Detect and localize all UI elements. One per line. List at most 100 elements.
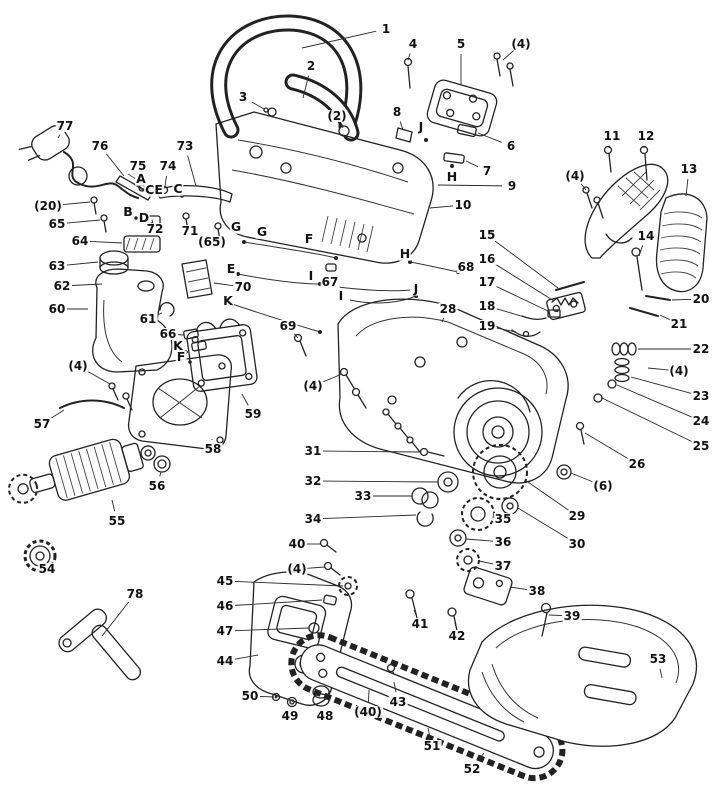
armature [8,438,171,504]
wire-marker-G-35: G [255,223,269,239]
clutch-housing [337,298,569,484]
part-label-59-71: 59 [243,407,263,421]
oil-tank [59,250,173,411]
part-label-63-43: 63 [47,259,67,273]
wire-marker-J-8: J [417,118,425,134]
part-label-24-58: 24 [691,414,711,428]
part-label-6-87: (6) [592,479,614,493]
part-label-21-54: 21 [669,317,689,331]
part-label-64-32: 64 [70,234,90,248]
switch-cover-plate [403,52,514,137]
part-label-16-39: 16 [477,252,497,266]
part-label-17-40: 17 [477,275,497,289]
part-label-62-45: 62 [52,279,72,293]
part-label-4-70: (4) [302,379,324,393]
part-label-67-48: 67 [320,275,340,289]
part-label-70-46: 70 [233,280,253,294]
part-label-77-18: 77 [55,119,75,133]
part-label-43-102: 43 [388,695,408,709]
part-label-2-4: 2 [305,59,317,73]
wire-marker-D-28: D [137,209,151,225]
wire-marker-B-27: B [122,203,134,219]
part-label-44-94: 44 [215,654,235,668]
part-label-2-7: (2) [326,109,348,123]
part-label-20-53: 20 [691,292,711,306]
part-label-47-93: 47 [215,624,235,638]
wire-marker-I-47: I [307,267,315,283]
part-label-4-56: (4) [668,364,690,378]
part-label-14-37: 14 [636,229,656,243]
part-label-75-20: 75 [128,159,148,173]
wire-marker-CE-24: CE [144,181,164,197]
part-label-51-103: 51 [422,739,442,753]
part-label-13-12: 13 [679,162,699,176]
part-label-45-91: 45 [215,574,235,588]
part-label-28-67: 28 [438,302,458,316]
part-label-42-96: 42 [447,629,467,643]
part-label-40-88: 40 [287,537,307,551]
part-label-8-6: 8 [391,105,403,119]
part-label-73-22: 73 [175,139,195,153]
fan-baffle [127,354,233,451]
wire-marker-E-44: E [225,260,237,276]
wire-marker-F-68: F [175,348,187,364]
part-label-46-92: 46 [215,599,235,613]
part-label-9-16: 9 [506,179,518,193]
side-cover [468,602,697,747]
part-label-69-66: 69 [278,319,298,333]
part-label-4-89: (4) [286,562,308,576]
guide-bar [288,632,566,782]
part-label-49-99: 49 [280,709,300,723]
power-cord [18,125,233,253]
part-label-32-78: 32 [303,474,323,488]
part-label-68-50: 68 [456,260,476,274]
part-label-78-97: 78 [125,587,145,601]
part-label-35-81: 35 [493,512,513,526]
part-label-52-104: 52 [462,762,482,776]
part-label-33-79: 33 [353,489,373,503]
part-label-38-84: 38 [527,584,547,598]
wire-marker-I-51: I [337,287,345,303]
stator [186,318,258,392]
part-label-58-73: 58 [203,442,223,456]
part-label-54-76: 54 [37,562,57,576]
part-label-22-55: 22 [691,342,711,356]
part-label-7-14: 7 [481,164,493,178]
part-label-23-57: 23 [691,389,711,403]
wire-marker-H-13: H [445,168,459,184]
part-label-26-60: 26 [627,457,647,471]
part-label-29-85: 29 [567,509,587,523]
part-label-65-33: (65) [197,235,227,249]
part-label-1-0: 1 [380,22,392,36]
part-label-39-90: 39 [562,609,582,623]
part-label-4-69: (4) [67,359,89,373]
part-label-15-38: 15 [477,228,497,242]
part-label-55-75: 55 [107,514,127,528]
part-label-66-64: 66 [158,327,178,341]
part-label-4-3: (4) [510,37,532,51]
part-label-36-82: 36 [493,535,513,549]
wire-marker-K-63: K [222,292,234,308]
wire-marker-G-34: G [229,218,243,234]
leader-lines [41,30,693,762]
saw-chain [288,632,566,782]
part-label-76-19: 76 [90,139,110,153]
wire-marker-C-25: C [172,180,184,196]
part-label-53-105: 53 [648,652,668,666]
part-label-40-101: (40) [353,705,383,719]
part-label-37-83: 37 [493,559,513,573]
wrench [58,608,142,681]
rear-handle [582,145,669,291]
wire-marker-H-49: H [398,245,412,261]
part-label-41-95: 41 [410,617,430,631]
part-label-4-15: (4) [564,169,586,183]
part-label-11-10: 11 [602,129,622,143]
part-label-19-42: 19 [477,319,497,333]
part-label-57-72: 57 [32,417,52,431]
wire-marker-K-65: K [172,337,184,353]
part-label-48-100: 48 [315,709,335,723]
part-label-30-86: 30 [567,537,587,551]
part-label-31-77: 31 [303,444,323,458]
